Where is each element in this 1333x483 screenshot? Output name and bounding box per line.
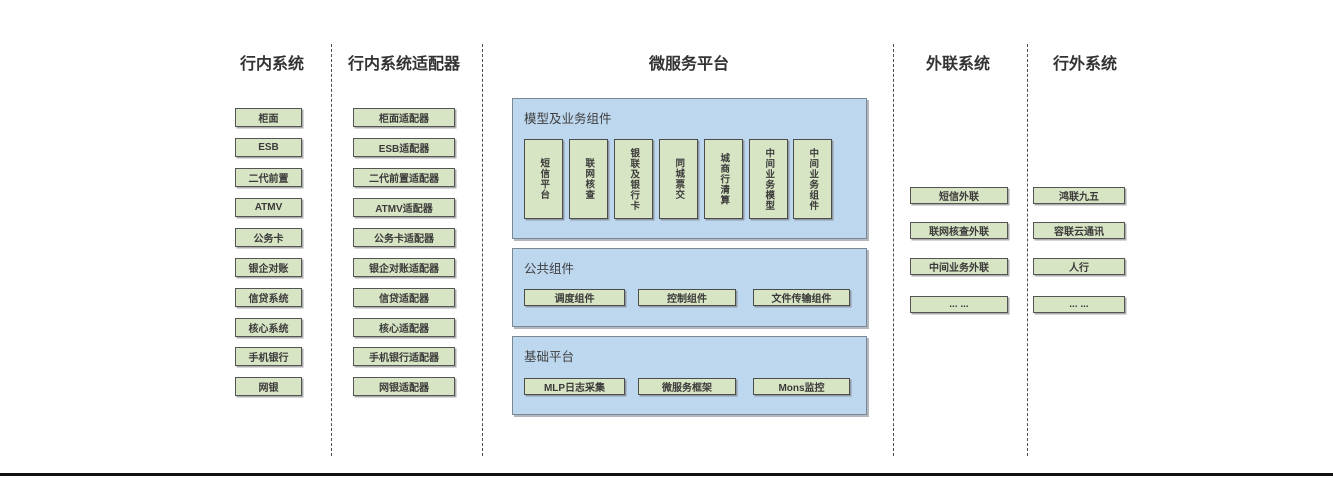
system-box: ... ... xyxy=(1033,296,1125,313)
system-box: 网银 xyxy=(235,377,302,396)
system-box: 中间业务外联 xyxy=(910,258,1008,275)
adapter-box: 信贷适配器 xyxy=(353,288,455,307)
component-box: 联网核查 xyxy=(569,139,608,219)
component-box: 同城票交 xyxy=(659,139,698,219)
bottom-rule xyxy=(0,473,1333,476)
column-header-microservice-platform: 微服务平台 xyxy=(648,56,729,73)
divider-line-4 xyxy=(1027,44,1028,456)
component-box: Mons监控 xyxy=(753,378,850,395)
column-header-outside-systems: 行外系统 xyxy=(1052,56,1117,73)
component-box: 控制组件 xyxy=(638,289,736,306)
column-header-inbank-adapters: 行内系统适配器 xyxy=(347,56,460,73)
system-box: 信贷系统 xyxy=(235,288,302,307)
component-box: 文件传输组件 xyxy=(753,289,850,306)
column-external-link-systems: 短信外联 联网核查外联 中间业务外联 ... ... xyxy=(910,0,1008,483)
system-box: 人行 xyxy=(1033,258,1125,275)
component-box: 微服务框架 xyxy=(638,378,736,395)
panel-model-business-components: 模型及业务组件 短信平台 联网核查 银联及银行卡 同城票交 城商行清算 中间业务… xyxy=(512,98,867,239)
column-inbank-systems: 柜面 ESB 二代前置 ATMV 公务卡 银企对账 信贷系统 核心系统 手机银行… xyxy=(235,0,302,483)
component-box: 短信平台 xyxy=(524,139,563,219)
divider-line-3 xyxy=(893,44,894,456)
system-box: ATMV xyxy=(235,198,302,217)
column-header-inbank-systems: 行内系统 xyxy=(239,56,304,73)
adapter-box: 二代前置适配器 xyxy=(353,168,455,187)
panel-label: 公共组件 xyxy=(524,262,575,276)
system-box: 短信外联 xyxy=(910,187,1008,204)
component-box: 城商行清算 xyxy=(704,139,743,219)
divider-line-2 xyxy=(482,44,483,456)
system-box: 公务卡 xyxy=(235,228,302,247)
column-header-external-link-systems: 外联系统 xyxy=(925,56,990,73)
system-box: 核心系统 xyxy=(235,318,302,337)
component-box: MLP日志采集 xyxy=(524,378,625,395)
component-box: 中间业务组件 xyxy=(793,139,832,219)
column-outside-systems: 鸿联九五 容联云通讯 人行 ... ... xyxy=(1033,0,1125,483)
system-box: 银企对账 xyxy=(235,258,302,277)
panel-label: 模型及业务组件 xyxy=(524,112,612,126)
system-box: 柜面 xyxy=(235,108,302,127)
system-box: 容联云通讯 xyxy=(1033,222,1125,239)
adapter-box: ATMV适配器 xyxy=(353,198,455,217)
system-box: ... ... xyxy=(910,296,1008,313)
divider-line-1 xyxy=(331,44,332,456)
system-box: 手机银行 xyxy=(235,347,302,366)
adapter-box: 网银适配器 xyxy=(353,377,455,396)
adapter-box: ESB适配器 xyxy=(353,138,455,157)
component-box: 中间业务模型 xyxy=(749,139,788,219)
system-box: ESB xyxy=(235,138,302,157)
component-box: 银联及银行卡 xyxy=(614,139,653,219)
system-box: 联网核查外联 xyxy=(910,222,1008,239)
system-box: 鸿联九五 xyxy=(1033,187,1125,204)
adapter-box: 手机银行适配器 xyxy=(353,347,455,366)
adapter-box: 柜面适配器 xyxy=(353,108,455,127)
panel-label: 基础平台 xyxy=(524,350,575,364)
component-box: 调度组件 xyxy=(524,289,625,306)
panel-public-components: 公共组件 调度组件 控制组件 文件传输组件 xyxy=(512,248,867,327)
system-box: 二代前置 xyxy=(235,168,302,187)
adapter-box: 公务卡适配器 xyxy=(353,228,455,247)
adapter-box: 银企对账适配器 xyxy=(353,258,455,277)
column-inbank-adapters: 柜面适配器 ESB适配器 二代前置适配器 ATMV适配器 公务卡适配器 银企对账… xyxy=(353,0,455,483)
adapter-box: 核心适配器 xyxy=(353,318,455,337)
panel-base-platform: 基础平台 MLP日志采集 微服务框架 Mons监控 xyxy=(512,336,867,415)
